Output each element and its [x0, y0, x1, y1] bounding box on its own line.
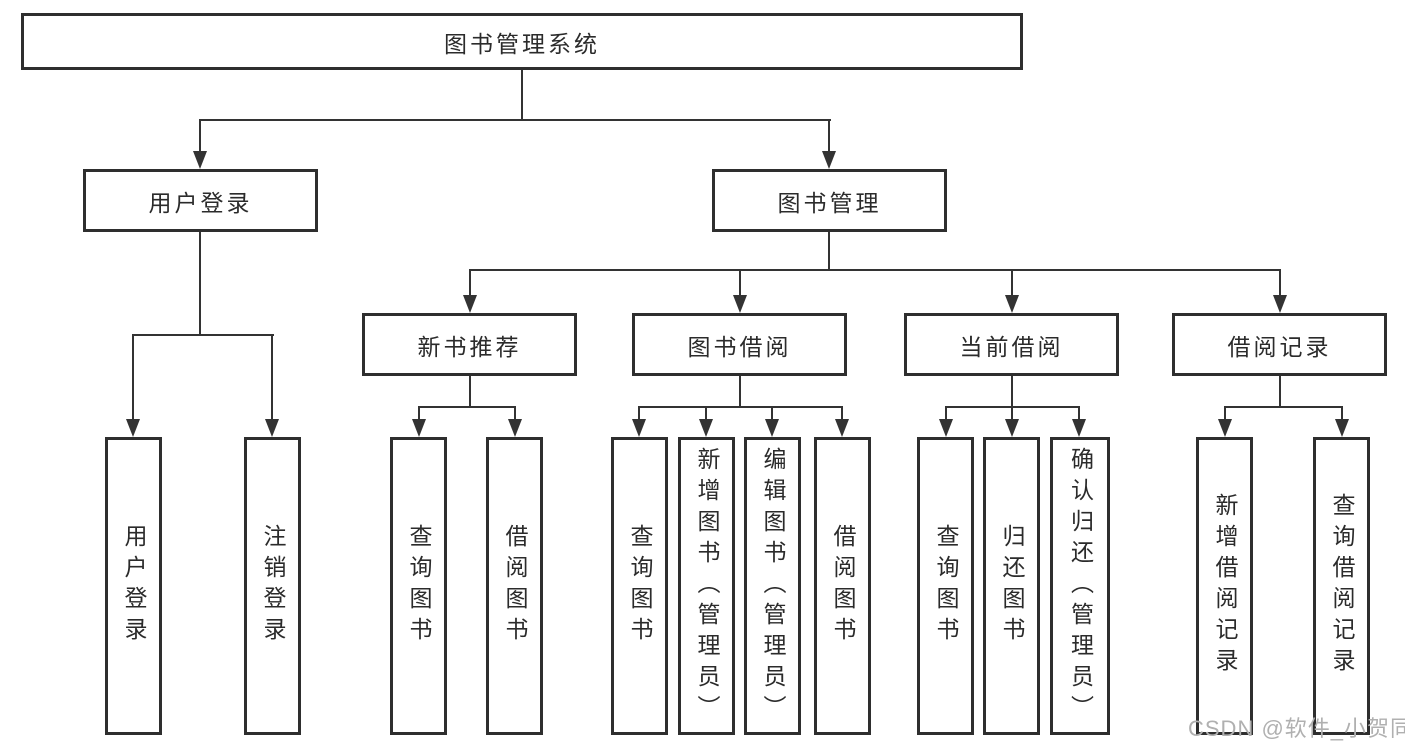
- leaf-query-borrow-record: 查询借阅记录: [1313, 437, 1370, 735]
- csdn-watermark: CSDN @软件_小贺同学: [1188, 716, 1405, 741]
- connector-drop: [841, 406, 843, 421]
- arrowhead-down-icon: [632, 419, 646, 437]
- leaf-confirm-return-admin: 确认归还（管理员）: [1050, 437, 1110, 735]
- arrowhead-down-icon: [126, 419, 140, 437]
- leaf-query-books-current: 查询图书: [917, 437, 974, 735]
- connector-drop: [771, 406, 773, 421]
- connector-book-management-stem: [828, 232, 830, 270]
- connector-level3-bar: [469, 269, 1281, 271]
- connector-drop-book-management: [828, 119, 830, 153]
- connector-drop: [418, 406, 420, 421]
- node-label: 用户登录: [148, 189, 253, 216]
- leaf-add-borrow-record: 新增借阅记录: [1196, 437, 1253, 735]
- node-current-borrow: 当前借阅: [904, 313, 1119, 376]
- leaf-label: 借阅图书: [830, 524, 856, 648]
- leaf-label: 归还图书: [999, 524, 1025, 648]
- leaf-borrow-books-recommend: 借阅图书: [486, 437, 543, 735]
- arrowhead-down-icon: [699, 419, 713, 437]
- arrowhead-down-icon: [939, 419, 953, 437]
- connector-drop: [1224, 406, 1226, 421]
- leaf-label: 新增图书（管理员）: [694, 446, 720, 726]
- connector-drop-user-login: [199, 119, 201, 153]
- leaf-logout: 注销登录: [244, 437, 301, 735]
- node-label: 图书管理: [777, 189, 882, 216]
- leaf-query-books-borrow: 查询图书: [611, 437, 668, 735]
- connector-drop-borrow-records: [1279, 269, 1281, 297]
- node-label: 图书管理系统: [444, 30, 600, 57]
- leaf-label: 用户登录: [121, 524, 147, 648]
- connector-book-borrow-stem: [739, 376, 741, 407]
- node-label: 新书推荐: [417, 333, 522, 360]
- connector-user-login-bar: [133, 334, 274, 336]
- leaf-label: 查询图书: [406, 524, 432, 648]
- arrowhead-down-icon: [412, 419, 426, 437]
- arrowhead-down-icon: [1005, 419, 1019, 437]
- connector-drop-leaf-logout: [271, 334, 273, 420]
- arrowhead-down-icon: [1072, 419, 1086, 437]
- connector-drop: [1078, 406, 1080, 421]
- leaf-add-book-admin: 新增图书（管理员）: [678, 437, 735, 735]
- connector-drop: [638, 406, 640, 421]
- node-user-login: 用户登录: [83, 169, 318, 232]
- arrowhead-down-icon: [765, 419, 779, 437]
- connector-borrow-records-stem: [1279, 376, 1281, 407]
- node-book-borrow: 图书借阅: [632, 313, 847, 376]
- node-book-management: 图书管理: [712, 169, 947, 232]
- connector-root-stem: [521, 70, 523, 120]
- leaf-query-books-recommend: 查询图书: [390, 437, 447, 735]
- arrowhead-down-icon: [1273, 295, 1287, 313]
- leaf-return-book: 归还图书: [983, 437, 1040, 735]
- leaf-label: 查询图书: [933, 524, 959, 648]
- connector-drop-new-book: [469, 269, 471, 297]
- connector-new-book-stem: [469, 376, 471, 407]
- leaf-user-login: 用户登录: [105, 437, 162, 735]
- node-label: 借阅记录: [1227, 333, 1332, 360]
- node-library-management-system: 图书管理系统: [21, 13, 1023, 70]
- arrowhead-down-icon: [193, 151, 207, 169]
- arrowhead-down-icon: [463, 295, 477, 313]
- connector-drop: [1341, 406, 1343, 421]
- connector-drop-current-borrow: [1011, 269, 1013, 297]
- leaf-label: 新增借阅记录: [1212, 493, 1238, 679]
- leaf-label: 查询借阅记录: [1329, 493, 1355, 679]
- leaf-borrow-books: 借阅图书: [814, 437, 871, 735]
- connector-drop: [705, 406, 707, 421]
- connector-user-login-stem: [199, 232, 201, 336]
- connector-current-borrow-stem: [1011, 376, 1013, 407]
- node-new-book-recommend: 新书推荐: [362, 313, 577, 376]
- node-label: 当前借阅: [959, 333, 1064, 360]
- arrowhead-down-icon: [822, 151, 836, 169]
- connector-drop: [514, 406, 516, 421]
- connector-drop-leaf-user-login: [132, 334, 134, 420]
- connector-drop: [1011, 406, 1013, 421]
- node-label: 图书借阅: [687, 333, 792, 360]
- connector-drop: [945, 406, 947, 421]
- arrowhead-down-icon: [1335, 419, 1349, 437]
- leaf-label: 确认归还（管理员）: [1067, 446, 1094, 726]
- arrowhead-down-icon: [1005, 295, 1019, 313]
- arrowhead-down-icon: [733, 295, 747, 313]
- leaf-label: 借阅图书: [502, 524, 528, 648]
- arrowhead-down-icon: [508, 419, 522, 437]
- leaf-label: 查询图书: [627, 524, 653, 648]
- connector-new-book-bar: [418, 406, 516, 408]
- arrowhead-down-icon: [265, 419, 279, 437]
- node-borrow-records: 借阅记录: [1172, 313, 1387, 376]
- connector-drop-book-borrow: [739, 269, 741, 297]
- leaf-label: 编辑图书（管理员）: [760, 446, 786, 726]
- arrowhead-down-icon: [1218, 419, 1232, 437]
- connector-book-borrow-bar: [638, 406, 843, 408]
- arrowhead-down-icon: [835, 419, 849, 437]
- leaf-edit-book-admin: 编辑图书（管理员）: [744, 437, 801, 735]
- connector-level2-bar: [199, 119, 831, 121]
- leaf-label: 注销登录: [260, 524, 286, 648]
- connector-borrow-records-bar: [1224, 406, 1343, 408]
